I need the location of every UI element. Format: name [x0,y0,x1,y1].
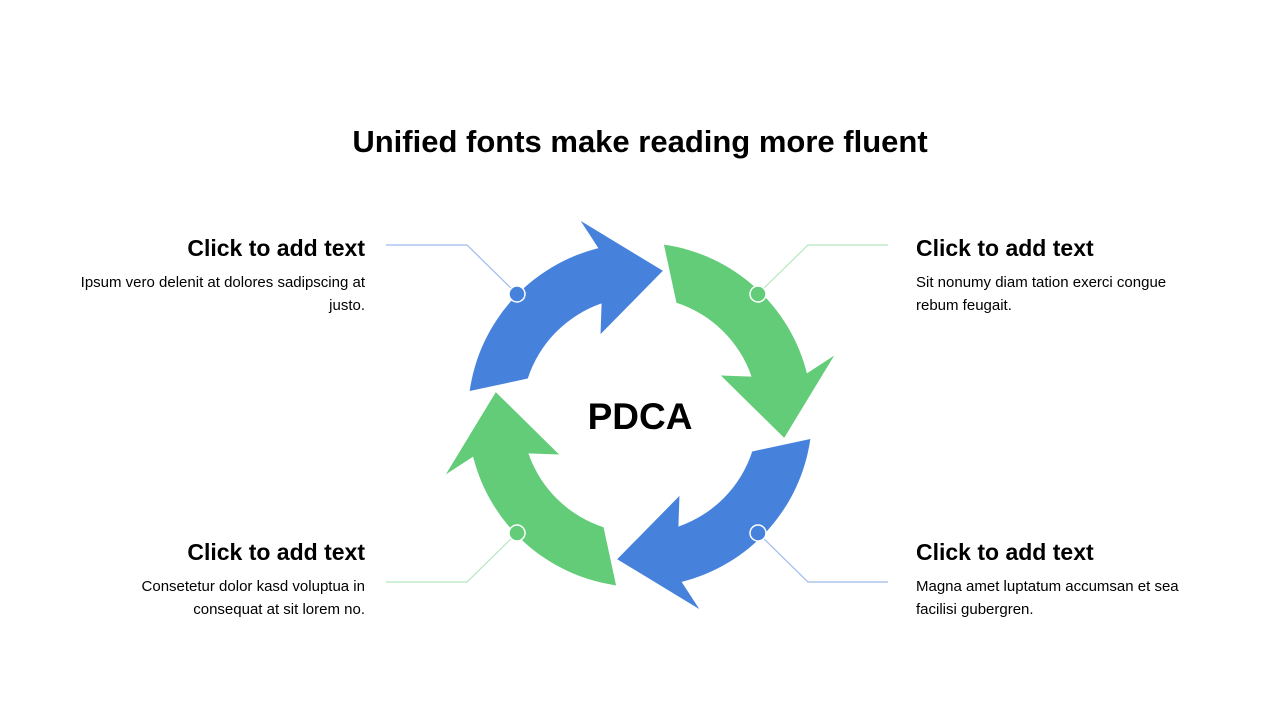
text-block-top-right[interactable]: Click to add text Sit nonumy diam tation… [916,234,1206,317]
block-body: Sit nonumy diam tation exerci congue reb… [916,274,1167,314]
connector-dot-bottom-left [508,524,526,542]
connector-line-top-left [386,244,518,295]
block-heading: Click to add text [187,539,365,565]
connector-dot-bottom-right [749,524,767,542]
check-arrow [617,438,811,610]
text-block-top-left[interactable]: Click to add text Ipsum vero delenit at … [65,234,365,317]
text-block-bottom-left[interactable]: Click to add text Consetetur dolor kasd … [65,538,365,621]
center-label: PDCA [587,396,693,437]
block-heading: Click to add text [916,539,1094,565]
connector-line-top-right [757,244,888,295]
connector-dot-top-left [508,285,526,303]
text-block-bottom-right[interactable]: Click to add text Magna amet luptatum ac… [916,538,1206,621]
plan-arrow [469,220,663,392]
do-arrow [663,244,835,438]
connector-line-bottom-right [757,532,888,583]
connector-dot-top-right [749,285,767,303]
slide-title: Unified fonts make reading more fluent [352,124,928,159]
block-heading: Click to add text [187,235,365,261]
connector-line-bottom-left [386,532,518,583]
block-body: Magna amet luptatum accumsan et sea faci… [916,578,1179,618]
block-body: Consetetur dolor kasd voluptua in conseq… [141,578,365,618]
block-body: Ipsum vero delenit at dolores sadipscing… [80,274,365,314]
act-arrow [445,392,617,586]
block-heading: Click to add text [916,235,1094,261]
